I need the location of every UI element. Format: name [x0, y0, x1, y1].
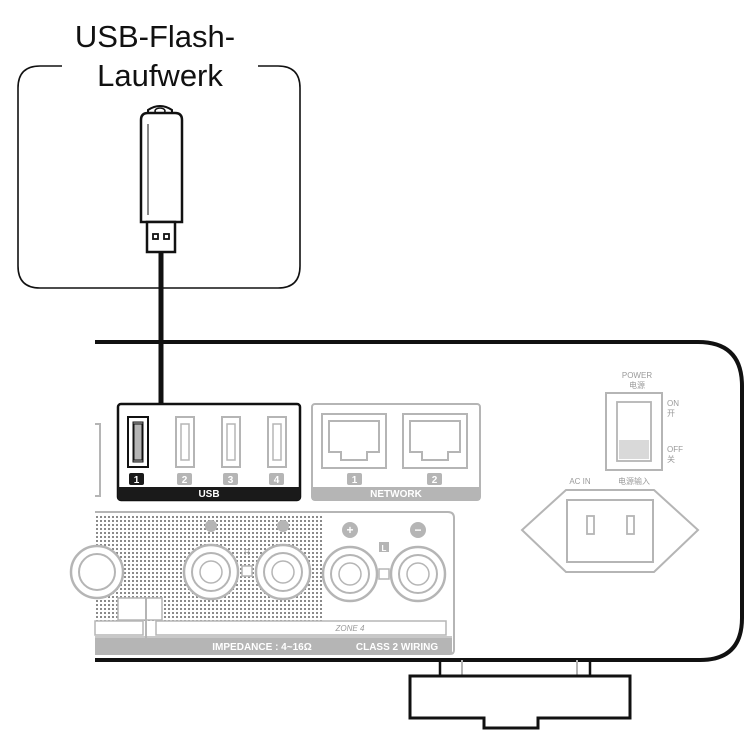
speaker-terminal-zone4-l-minus[interactable]	[389, 545, 447, 603]
power-label-cn: 电源	[629, 380, 645, 390]
network-panel: NETWORK 1 2	[311, 403, 481, 501]
callout-title-line1: USB-Flash-	[75, 19, 235, 54]
usb-panel-label: USB	[198, 489, 219, 500]
usb-port-4-number: 4	[274, 475, 280, 486]
usb-port-2-number: 2	[182, 475, 188, 486]
speaker-terminal-zone3-r-plus[interactable]	[182, 520, 240, 601]
usb-port-4[interactable]: 4	[267, 416, 287, 486]
channel-l-label: L	[382, 544, 387, 553]
ac-in-label-cn: 电源输入	[618, 476, 650, 486]
usb-port-3[interactable]: 3	[221, 416, 241, 486]
usb-plug-in-port	[133, 423, 143, 461]
plus-icon: +	[342, 522, 358, 538]
speaker-terminals-area: ZONE 4 IMPEDANCE : 4~16Ω CLASS 2 WIRING …	[69, 511, 455, 655]
power-on-label-cn: 开	[667, 409, 675, 418]
device-rear-outline	[95, 340, 744, 662]
wiring-label: CLASS 2 WIRING	[356, 642, 438, 653]
speaker-terminal-zone3-left[interactable]	[69, 544, 125, 600]
usb-port-3-number: 3	[228, 475, 234, 486]
minus-symbol: −	[414, 523, 421, 537]
usb-port-1-number: 1	[134, 475, 140, 486]
speaker-terminal-zone3-r-minus[interactable]	[254, 520, 312, 601]
ac-inlet-socket[interactable]	[566, 499, 654, 563]
usb-panel: USB 1 2 3 4	[116, 402, 302, 502]
ac-in-label: AC IN	[569, 477, 591, 486]
device-foot	[408, 660, 632, 730]
ac-inlet: AC IN 电源输入	[520, 476, 700, 573]
power-switch-area: POWER 电源 ON 开 OFF 关	[605, 371, 683, 471]
minus-icon: −	[410, 522, 426, 538]
network-port-2[interactable]: 2	[402, 413, 468, 486]
usb-port-2[interactable]: 2	[175, 416, 195, 486]
power-off-label: OFF	[667, 445, 683, 454]
channel-r-label: R	[244, 548, 250, 557]
power-on-label: ON	[667, 399, 679, 408]
network-port-2-number: 2	[432, 475, 438, 486]
usb-callout: USB-Flash- Laufwerk	[17, 19, 301, 289]
left-panel-edge	[95, 423, 101, 497]
usb-flash-drive-icon	[139, 105, 184, 254]
speaker-terminal-zone4-l-plus[interactable]	[321, 545, 379, 603]
power-label: POWER	[622, 371, 652, 380]
network-port-1[interactable]: 1	[321, 413, 387, 486]
callout-title-line2: Laufwerk	[97, 58, 223, 93]
network-port-1-number: 1	[352, 475, 358, 486]
zone-label: ZONE 4	[335, 624, 365, 633]
impedance-label: IMPEDANCE : 4~16Ω	[212, 642, 311, 653]
network-panel-label: NETWORK	[370, 489, 422, 500]
plus-symbol: +	[346, 523, 353, 537]
power-off-label-cn: 关	[667, 454, 675, 464]
